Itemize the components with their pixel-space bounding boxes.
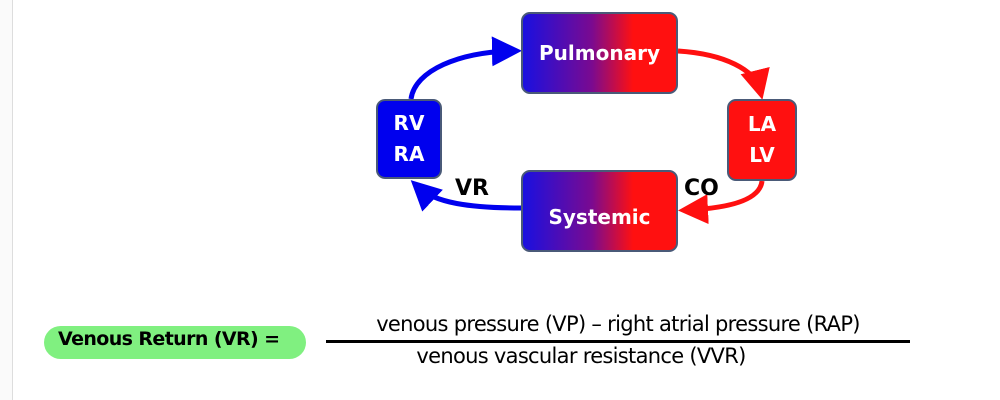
ra-label: RA — [393, 142, 425, 166]
arrow-systemic-to-ra — [410, 180, 522, 212]
pulmonary-node: Pulmonary — [521, 12, 678, 94]
arrow-ra-to-pulmonary — [408, 36, 522, 100]
equation-denominator: venous vascular resistance (VVR) — [416, 344, 746, 368]
fraction-bar — [326, 340, 910, 343]
systemic-node: Systemic — [521, 170, 678, 252]
equation-lhs: Venous Return (VR) = — [58, 328, 280, 350]
systemic-label: Systemic — [548, 205, 651, 229]
arrow-lv-to-systemic — [678, 180, 765, 225]
equation-numerator: venous pressure (VP) – right atrial pres… — [376, 312, 860, 336]
left-heart-node: LA LV — [727, 99, 797, 181]
lv-label: LV — [749, 143, 775, 167]
arrow-pulmonary-to-la — [677, 48, 770, 100]
rv-label: RV — [393, 111, 425, 135]
highlight — [44, 326, 306, 359]
la-label: LA — [747, 112, 777, 136]
co-label: CO — [684, 176, 719, 201]
page-edge — [0, 0, 13, 400]
vr-label: VR — [455, 176, 489, 201]
right-heart-node: RV RA — [376, 99, 442, 179]
pulmonary-label: Pulmonary — [539, 41, 660, 65]
